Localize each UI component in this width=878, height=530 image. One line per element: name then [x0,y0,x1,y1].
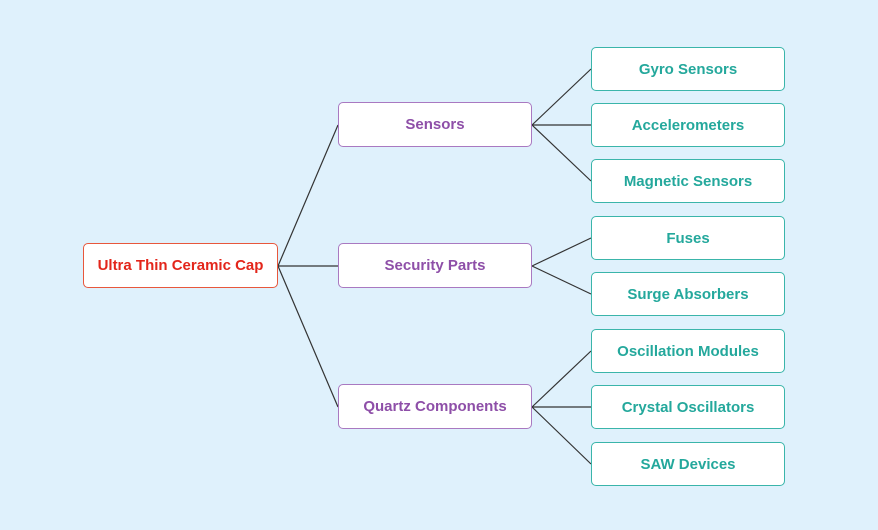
leaf-node-accelerometers: Accelerometers [591,103,785,147]
leaf-node-label: Accelerometers [631,116,745,134]
leaf-node-label: SAW Devices [640,455,736,473]
leaf-node-magnetic-sensors: Magnetic Sensors [591,159,785,203]
connector-sensors-gyro-sensors [531,68,592,126]
connector-security-parts-surge-absorbers [531,265,592,295]
leaf-node-label: Surge Absorbers [627,285,749,303]
leaf-node-gyro-sensors: Gyro Sensors [591,47,785,91]
leaf-node-label: Oscillation Modules [617,342,759,360]
connector-sensors-magnetic-sensors [531,124,592,182]
connector-security-parts-fuses [531,237,592,267]
connector-root-quartz-components [277,265,339,408]
leaf-node-crystal-oscillators: Crystal Oscillators [591,385,785,429]
branch-node-sensors: Sensors [338,102,532,147]
leaf-node-saw-devices: SAW Devices [591,442,785,486]
leaf-node-label: Magnetic Sensors [623,172,753,190]
connector-root-sensors [277,124,339,267]
leaf-node-label: Crystal Oscillators [621,398,755,416]
leaf-node-fuses: Fuses [591,216,785,260]
root-node: Ultra Thin Ceramic Cap [83,243,278,288]
leaf-node-label: Fuses [666,229,710,247]
branch-node-label: Security Parts [384,257,486,274]
leaf-node-label: Gyro Sensors [638,60,738,78]
leaf-node-surge-absorbers: Surge Absorbers [591,272,785,316]
leaf-node-oscillation-modules: Oscillation Modules [591,329,785,373]
branch-node-label: Quartz Components [363,398,507,415]
connector-quartz-saw-devices [531,406,592,465]
connector-quartz-oscillation-modules [531,350,592,408]
branch-node-security-parts: Security Parts [338,243,532,288]
root-node-label: Ultra Thin Ceramic Cap [97,257,264,274]
branch-node-quartz-components: Quartz Components [338,384,532,429]
branch-node-label: Sensors [405,116,465,133]
